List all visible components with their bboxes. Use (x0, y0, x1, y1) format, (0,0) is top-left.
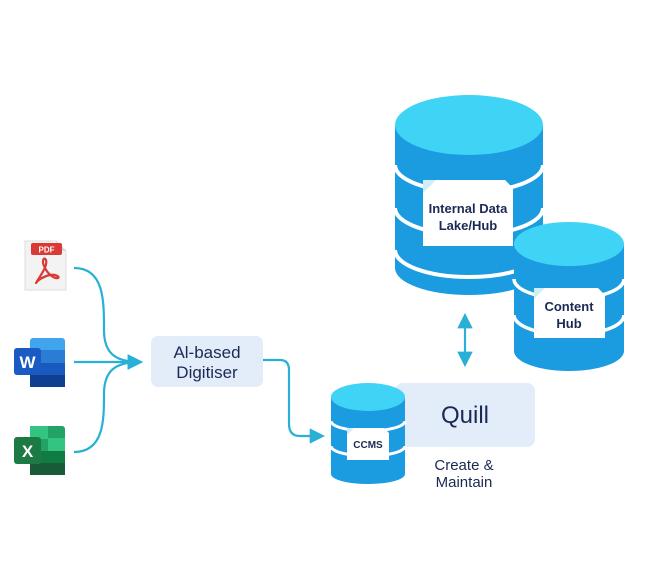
digitiser-box: Al-based Digitiser (151, 336, 263, 387)
pdf-badge-label: PDF (39, 246, 55, 255)
content-hub-database-icon: Content Hub (512, 222, 626, 371)
data-lake-label-line2: Lake/Hub (439, 218, 498, 233)
quill-box: Quill (395, 383, 535, 447)
quill-caption-line2: Maintain (436, 474, 493, 491)
acrobat-glyph (34, 257, 60, 285)
quill-caption-line1: Create & (434, 457, 493, 474)
digitiser-label-line2: Digitiser (176, 363, 238, 382)
connectors (73, 266, 473, 454)
excel-letter: X (22, 442, 34, 461)
word-file-icon: W (14, 338, 65, 387)
pdf-badge (31, 243, 62, 255)
arrow-digitiser-to-ccms (263, 358, 326, 444)
content-hub-label-line1: Content (544, 299, 594, 314)
arrow-excel-to-digitiser (73, 354, 144, 454)
ccms-label: CCMS (353, 440, 383, 451)
arrow-pdf-to-digitiser (73, 266, 144, 370)
data-lake-label-line1: Internal Data (429, 201, 509, 216)
word-letter: W (19, 353, 36, 372)
quill-title: Quill (441, 402, 489, 429)
content-hub-label-line2: Hub (556, 316, 581, 331)
pdf-file-icon: PDF (24, 240, 67, 291)
excel-file-icon: X (14, 426, 65, 475)
digitiser-label-line1: Al-based (173, 343, 240, 362)
ccms-database-icon: CCMS (329, 383, 407, 484)
